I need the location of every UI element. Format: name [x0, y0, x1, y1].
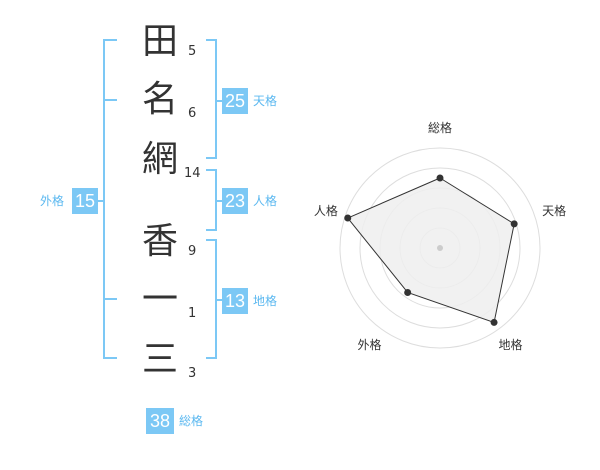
soukaku-value: 38 [146, 408, 174, 434]
chikaku-value: 13 [222, 288, 248, 314]
tenkaku-value: 25 [222, 88, 248, 114]
radar-point-1 [436, 174, 444, 182]
name-char-2: 名 [141, 79, 178, 120]
stroke-count-5: 1 [188, 306, 197, 321]
radar-center-dot [437, 245, 443, 251]
chikaku-bracket [206, 239, 217, 359]
radar-axis-label-1: 総格 [428, 120, 452, 135]
jinkaku-label: 人格 [253, 194, 278, 208]
chikaku-label: 地格 [253, 294, 278, 308]
stroke-count-3: 14 [184, 166, 201, 181]
gaikaku-value: 15 [72, 188, 98, 214]
radar-point-4 [404, 288, 412, 296]
tenkaku-label: 天格 [253, 94, 278, 108]
radar-point-5 [344, 214, 352, 222]
radar-axis-label-4: 外格 [357, 337, 381, 352]
stroke-count-6: 3 [188, 366, 197, 381]
name-char-6: 三 [141, 339, 178, 380]
radar-point-3 [490, 318, 498, 326]
radar-axis-label-3: 地格 [499, 337, 523, 352]
stroke-count-1: 5 [188, 44, 197, 59]
radar-grid-ring-2 [359, 167, 521, 329]
tenkaku-bracket [206, 39, 217, 159]
stroke-count-4: 9 [188, 244, 197, 259]
radar-axis-label-5: 人格 [314, 203, 338, 218]
name-char-1: 田 [141, 21, 178, 62]
jinkaku-value: 23 [222, 188, 248, 214]
radar-point-2 [510, 220, 518, 228]
radar-series-area [346, 177, 515, 324]
gaikaku-bracket [103, 39, 117, 359]
stroke-count-2: 6 [188, 106, 197, 121]
soukaku-label: 総格 [179, 414, 204, 428]
radar-grid-ring-1 [339, 147, 541, 349]
name-char-4: 香 [141, 221, 178, 262]
radar-axis-label-2: 天格 [542, 203, 566, 218]
name-char-3: 網 [141, 139, 178, 180]
gaikaku-label: 外格 [40, 194, 65, 208]
jinkaku-bracket [206, 169, 217, 231]
name-char-5: 一 [141, 279, 178, 320]
